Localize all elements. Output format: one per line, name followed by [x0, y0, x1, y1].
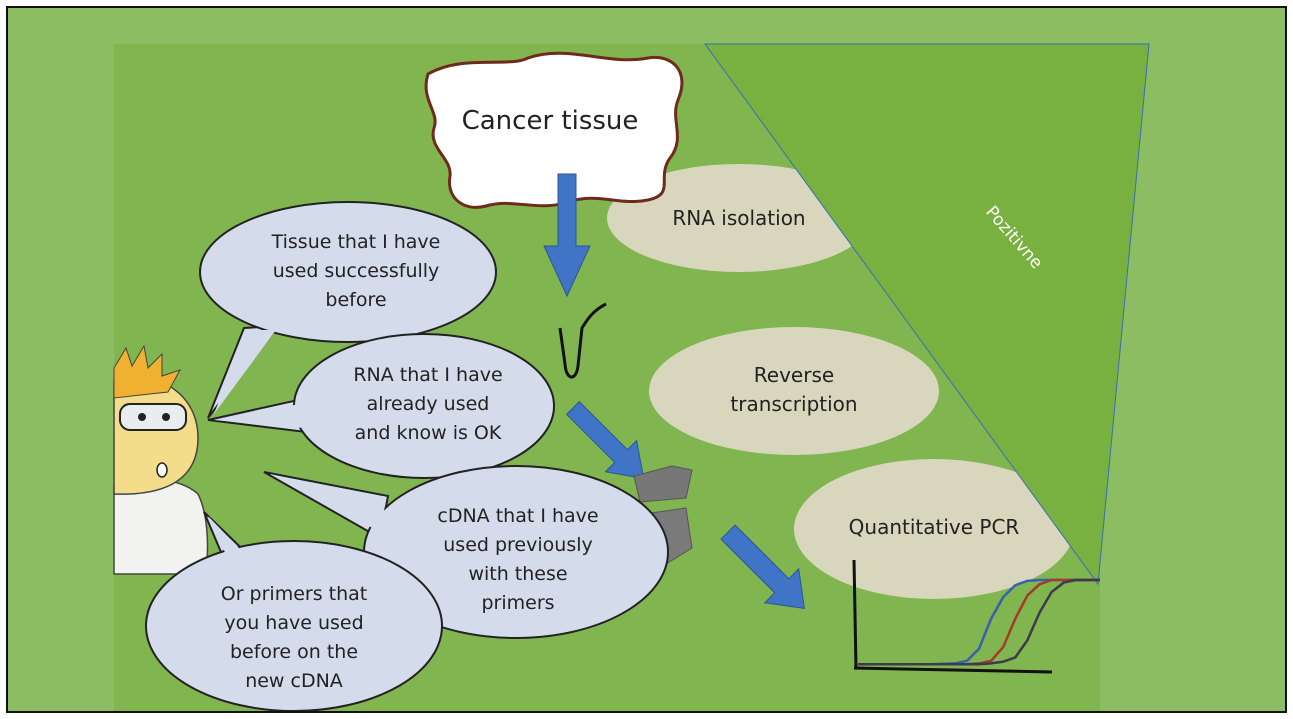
- chart-y-axis: [852, 559, 858, 669]
- pozitivne-banner: [704, 43, 1150, 586]
- qpcr-label: Quantitative PCR: [849, 515, 1020, 539]
- bubble2-line1: RNA that I have: [353, 364, 502, 386]
- bubble2-line2: already used: [367, 393, 490, 415]
- rna-isolation-label: RNA isolation: [672, 206, 805, 230]
- reverse-transcription-ellipse: [649, 327, 939, 455]
- bubble3-line3: with these: [468, 563, 567, 585]
- speech-bubble-cdna: [263, 465, 669, 639]
- bubble2-line3: and know is OK: [355, 422, 502, 444]
- bubble4-line1: Or primers that: [221, 583, 368, 605]
- rna-isolation-ellipse: [607, 164, 871, 272]
- cancer-tissue-label: Cancer tissue: [462, 106, 639, 136]
- reverse-label-line2: transcription: [730, 392, 857, 416]
- qpcr-amplification-chart: [852, 559, 1100, 674]
- amplification-curve-3: [858, 578, 1100, 666]
- speech-bubble-tissue: [199, 201, 497, 419]
- pcr-plate-icon: [633, 465, 693, 503]
- bubble3-line4: primers: [481, 592, 554, 614]
- bubble4-line4: new cDNA: [245, 670, 343, 692]
- slide-frame: Pozitivne RNA isolation Reverse transcri…: [6, 6, 1287, 713]
- speech-bubble-primers: [145, 511, 443, 711]
- bubble1-line3: before: [325, 289, 386, 311]
- scientist-hair: [113, 344, 182, 399]
- scientist-figure: [113, 344, 209, 575]
- qpcr-workflow-diagram: Pozitivne RNA isolation Reverse transcri…: [113, 43, 1150, 711]
- chart-x-axis: [853, 666, 1053, 674]
- bubble4-line3: before on the: [230, 641, 358, 663]
- bubble1-line1: Tissue that I have: [271, 231, 441, 253]
- scientist-eye-left: [138, 413, 146, 421]
- scientist-eye-right: [162, 413, 170, 421]
- scientist-mouth: [156, 462, 168, 478]
- tube-icon: [558, 302, 607, 379]
- speech-bubble-rna: [207, 333, 555, 479]
- bubble1-line2: used successfully: [273, 260, 440, 282]
- quantitative-pcr-ellipse: [794, 459, 1074, 599]
- arrow-down-icon: [543, 173, 591, 298]
- arrow-diagonal-icon: [565, 400, 645, 480]
- goggles-icon: [119, 403, 187, 431]
- bubble3-line1: cDNA that I have: [437, 505, 598, 527]
- bubble4-line2: you have used: [224, 612, 363, 634]
- reverse-label-line1: Reverse: [754, 363, 834, 387]
- arrow-to-chart-icon: [720, 524, 805, 609]
- cancer-tissue-shape: [424, 51, 684, 209]
- bubble3-line2: used previously: [443, 534, 593, 556]
